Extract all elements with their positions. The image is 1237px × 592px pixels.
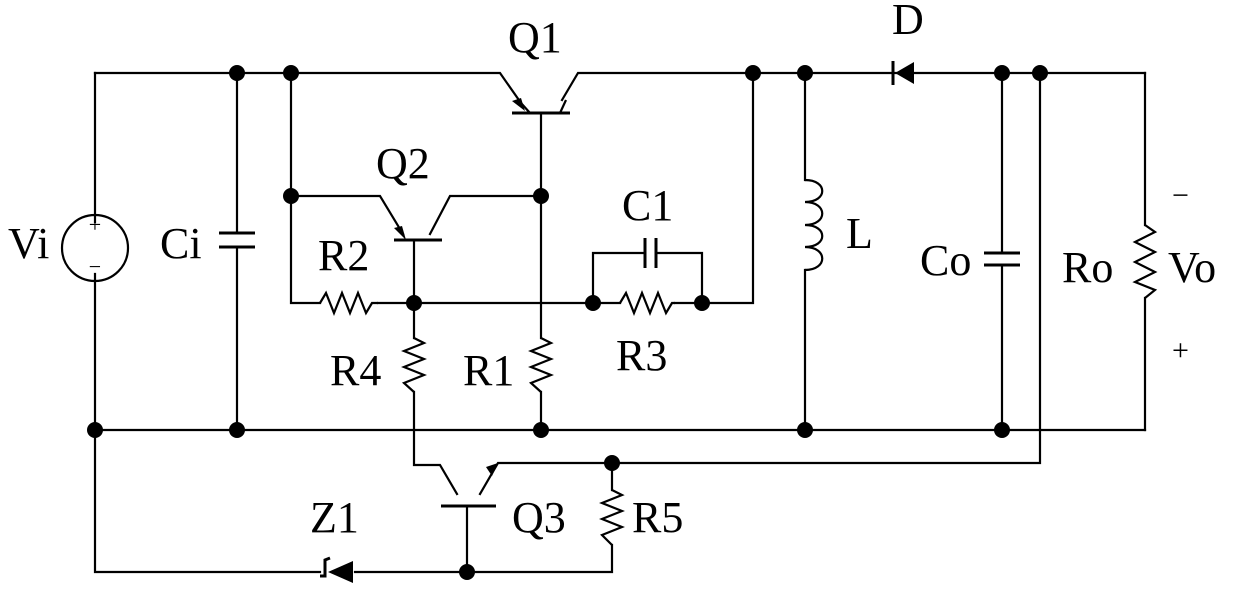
wire-feedback bbox=[612, 73, 1040, 463]
voltage-source-vi: + − bbox=[62, 212, 128, 281]
transistor-q3 bbox=[441, 463, 498, 506]
label-q3: Q3 bbox=[512, 493, 566, 542]
label-q1: Q1 bbox=[508, 13, 562, 62]
wire-q2-collector bbox=[430, 196, 541, 234]
inductor-l bbox=[805, 180, 822, 270]
wires bbox=[95, 73, 1145, 572]
label-ro: Ro bbox=[1062, 243, 1113, 292]
diode-d bbox=[893, 61, 914, 85]
label-r2: R2 bbox=[318, 231, 369, 280]
capacitor-c1 bbox=[645, 238, 656, 268]
label-r5: R5 bbox=[632, 493, 683, 542]
label-r1: R1 bbox=[463, 346, 514, 395]
wire-c1-bypass bbox=[593, 253, 702, 303]
wire-inner-left bbox=[291, 73, 320, 303]
label-z1: Z1 bbox=[310, 493, 359, 542]
label-r4: R4 bbox=[330, 346, 381, 395]
resistor-ro bbox=[1135, 225, 1155, 298]
label-q2: Q2 bbox=[376, 139, 430, 188]
vi-minus-sign: − bbox=[89, 254, 101, 279]
wire-q3-emitter bbox=[480, 463, 612, 494]
label-vo: Vo bbox=[1168, 243, 1216, 292]
label-co: Co bbox=[920, 236, 971, 285]
resistor-r4 bbox=[404, 338, 424, 392]
capacitor-co bbox=[984, 253, 1020, 265]
vi-plus-sign: + bbox=[89, 212, 101, 237]
resistor-r1 bbox=[531, 338, 551, 392]
label-r3: R3 bbox=[616, 331, 667, 380]
label-d: D bbox=[892, 0, 924, 44]
transistor-q2 bbox=[394, 226, 442, 240]
wire-q2-emitter bbox=[291, 196, 403, 234]
label-l: L bbox=[846, 209, 873, 258]
junction-dots bbox=[87, 65, 1048, 580]
resistor-r5 bbox=[602, 490, 622, 545]
label-vi: Vi bbox=[8, 219, 49, 268]
wire-r3-right bbox=[675, 73, 753, 303]
wire-vi-left-bottom bbox=[95, 274, 320, 572]
wire-q1-emitter bbox=[562, 73, 805, 100]
vo-bottom-sign: + bbox=[1172, 334, 1189, 367]
capacitor-ci bbox=[219, 233, 255, 247]
vo-top-sign: − bbox=[1172, 179, 1189, 212]
wire-top-left bbox=[95, 73, 521, 103]
resistor-r3 bbox=[620, 293, 675, 313]
label-c1: C1 bbox=[622, 181, 673, 230]
wire-q2-base bbox=[414, 240, 457, 494]
label-ci: Ci bbox=[160, 219, 202, 268]
zener-z1 bbox=[320, 558, 353, 583]
resistor-r2 bbox=[320, 293, 378, 313]
